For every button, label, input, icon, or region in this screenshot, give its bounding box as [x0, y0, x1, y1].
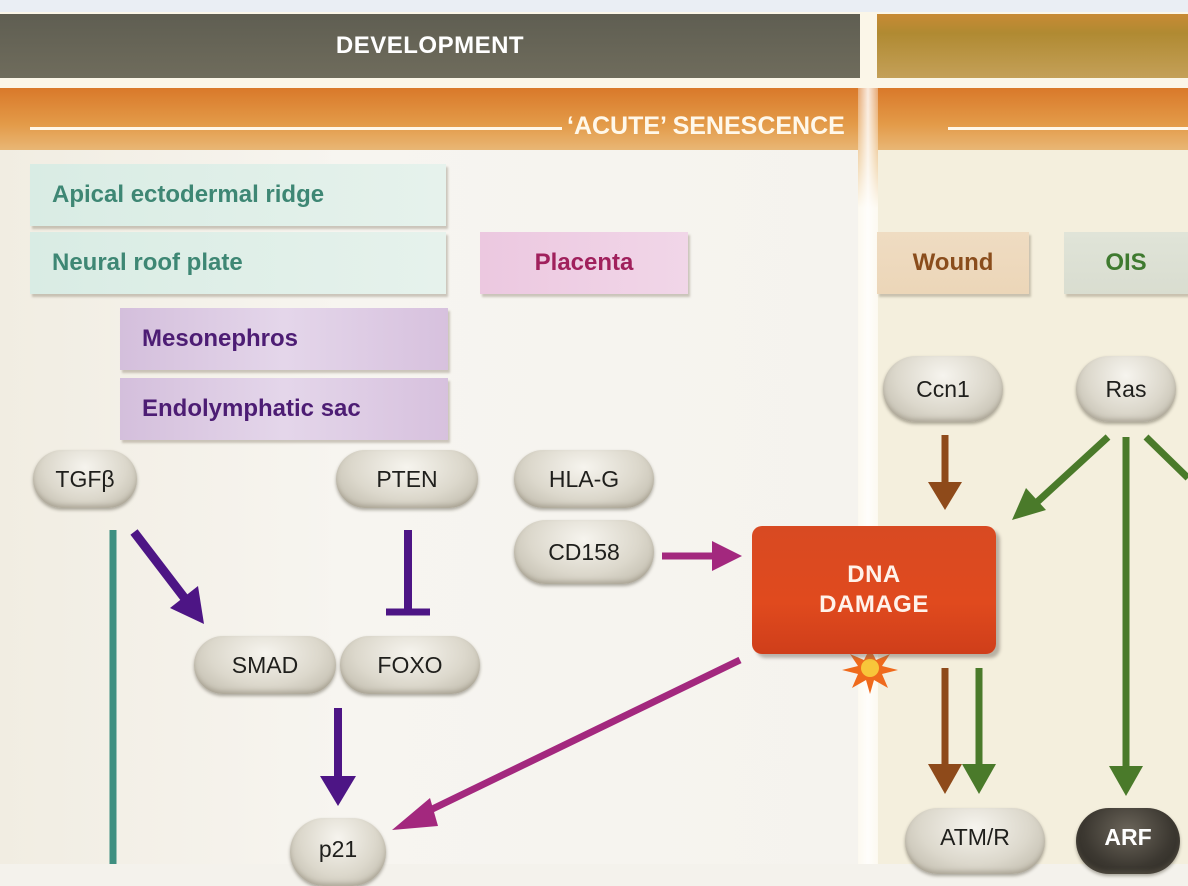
arrow-foxo-p21 [320, 708, 356, 806]
arrow-cd158-dna [662, 541, 742, 571]
arrow-tgfb-smad [130, 529, 204, 624]
acute-line-left [30, 127, 562, 130]
tissue-neural-roof-plate: Neural roof plate [30, 232, 446, 294]
dna-damage-line1: DNA [847, 561, 901, 588]
acute-senescence-label: ‘ACUTE’ SENESCENCE [567, 112, 845, 140]
node-cd158: CD158 [514, 520, 654, 584]
node-tgfb: TGFβ [33, 450, 137, 508]
right-category-band [877, 14, 1188, 78]
development-label: DEVELOPMENT [335, 32, 525, 59]
pathway-arrows [109, 434, 1188, 864]
starburst-icon [842, 648, 898, 694]
inhibit-pten-foxo [386, 530, 430, 616]
node-foxo: FOXO [340, 636, 480, 694]
arrow-dna-atmr-green [962, 668, 996, 794]
node-p21: p21 [290, 818, 386, 886]
development-band [0, 14, 860, 78]
tissue-mesonephros: Mesonephros [120, 308, 448, 370]
tissue-placenta: Placenta [480, 232, 688, 294]
node-arf: ARF [1076, 808, 1180, 874]
arrow-ras-arf [1109, 437, 1143, 796]
node-ccn1: Ccn1 [883, 356, 1003, 422]
arrow-ras-right [1143, 434, 1188, 481]
tissue-apical-ectodermal-ridge: Apical ectodermal ridge [30, 164, 446, 226]
tissue-wound: Wound [877, 232, 1029, 294]
top-strip [0, 0, 1188, 12]
arrow-ccn1-dna [928, 435, 962, 510]
acute-line-right [948, 127, 1188, 130]
arrow-ras-dna [1012, 434, 1111, 520]
dna-damage-line2: DAMAGE [819, 591, 929, 618]
dna-damage-node: DNA DAMAGE [752, 526, 996, 654]
arrow-dna-p21 [392, 656, 742, 830]
node-pten: PTEN [336, 450, 478, 508]
arrow-dna-atmr-brown [928, 668, 962, 794]
node-hla-g: HLA-G [514, 450, 654, 508]
node-atm-r: ATM/R [905, 808, 1045, 874]
tissue-endolymphatic-sac: Endolymphatic sac [120, 378, 448, 440]
node-ras: Ras [1076, 356, 1176, 422]
node-smad: SMAD [194, 636, 336, 694]
tissue-ois: OIS [1064, 232, 1188, 294]
